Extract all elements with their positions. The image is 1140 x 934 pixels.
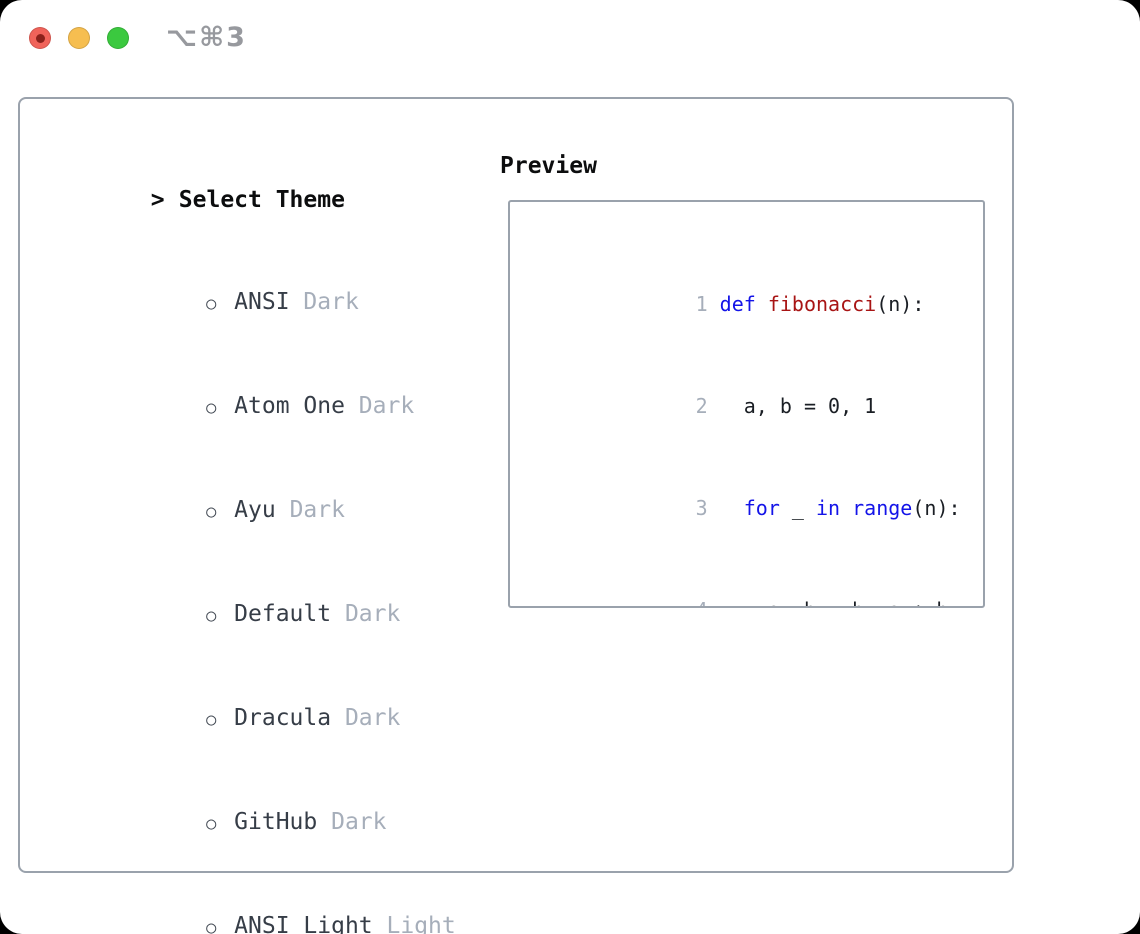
- code-line: 2 a, b = 0, 1: [527, 355, 983, 457]
- zoom-button[interactable]: [107, 27, 129, 49]
- code-segments: a, b = b, a + b: [720, 598, 949, 606]
- titlebar: ⌥⌘3: [0, 0, 1140, 76]
- close-button[interactable]: [29, 27, 51, 49]
- code-segment: a, b = 0, 1: [719, 394, 877, 418]
- radio-circle-icon: ○: [206, 606, 217, 626]
- close-modified-dot-icon: [35, 33, 45, 43]
- code-segments: for _ in range(n):: [720, 496, 961, 520]
- window-shortcut-label: ⌥⌘3: [166, 22, 247, 53]
- code-segment: (n):: [876, 292, 925, 316]
- radio-circle-icon: ○: [206, 918, 217, 934]
- line-number: 3: [695, 496, 708, 520]
- theme-variant-label: Light: [386, 913, 456, 934]
- line-number: 4: [696, 593, 720, 606]
- code-line: 1 def fibonacci(n):: [527, 253, 983, 355]
- theme-variant-label: Dark: [344, 601, 401, 627]
- theme-name: Ayu: [234, 497, 276, 523]
- select-theme-title: Select Theme: [178, 187, 345, 213]
- theme-variant-label: Dark: [331, 809, 387, 835]
- code-line: 3 for _ in range(n):: [527, 457, 983, 559]
- code-segments: def fibonacci(n):: [720, 292, 925, 316]
- theme-option[interactable]: ○ Default Dark: [40, 563, 511, 667]
- line-number: 1: [695, 292, 708, 316]
- code-segments: a, b = 0, 1: [719, 394, 877, 418]
- radio-circle-icon: ○: [206, 294, 217, 314]
- theme-name: Default: [234, 601, 332, 627]
- theme-option[interactable]: ○ GitHub Dark: [40, 771, 511, 875]
- radio-circle-icon: ○: [206, 398, 217, 418]
- theme-name: Dracula: [234, 705, 332, 731]
- code-segment: def: [719, 292, 756, 316]
- theme-variant-label: Dark: [303, 289, 359, 315]
- theme-variant-label: Dark: [344, 705, 401, 731]
- line-number: 2: [695, 394, 708, 418]
- minimize-button[interactable]: [68, 27, 90, 49]
- theme-option[interactable]: ○ ANSI Light Light: [40, 875, 511, 934]
- code-segment: [756, 292, 768, 316]
- code-segment: _: [779, 496, 816, 520]
- select-theme-header: > Select Theme: [40, 149, 511, 251]
- theme-option[interactable]: ○ Ayu Dark: [40, 459, 511, 563]
- code-segment: [840, 496, 852, 520]
- code-segment: [720, 496, 744, 520]
- prompt-icon: >: [150, 187, 165, 213]
- code-segment: (n):: [912, 496, 961, 520]
- theme-name: Atom One: [234, 393, 345, 419]
- radio-circle-icon: ○: [206, 814, 217, 834]
- radio-circle-icon: ○: [206, 710, 217, 730]
- radio-circle-icon: ○: [206, 502, 217, 522]
- theme-option[interactable]: ○ Atom One Dark: [40, 355, 511, 459]
- code-segment: in: [816, 496, 841, 520]
- code-line: 4 a, b = b, a + b: [527, 559, 983, 606]
- theme-option[interactable]: ○ Dracula Dark: [40, 667, 511, 771]
- theme-option[interactable]: ○ ANSI Dark: [40, 251, 511, 355]
- theme-variant-label: Dark: [289, 497, 345, 523]
- code-segment: fibonacci: [767, 292, 877, 316]
- theme-variant-label: Dark: [358, 393, 415, 419]
- theme-name: ANSI Light: [234, 913, 373, 934]
- theme-name: GitHub: [234, 809, 318, 835]
- code-segment: for: [743, 496, 780, 520]
- preview-title: Preview: [500, 153, 597, 179]
- theme-name: ANSI: [234, 289, 290, 315]
- code-segment: a, b = b, a + b: [720, 598, 949, 606]
- code-segment: range: [852, 496, 913, 520]
